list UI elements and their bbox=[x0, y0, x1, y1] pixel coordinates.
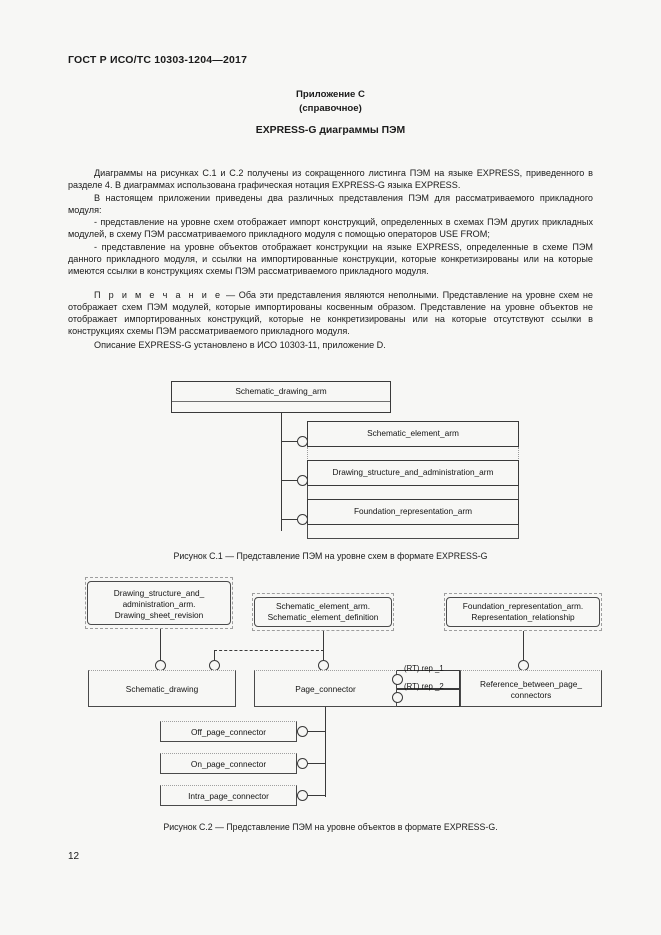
fig2-line-on-branch bbox=[307, 763, 326, 764]
note-paragraph: П р и м е ч а н и е — Оба эти представле… bbox=[68, 289, 593, 338]
fig2-node-top-right: Foundation_representation_arm. Represent… bbox=[444, 593, 602, 631]
fig1-node-2-footer bbox=[307, 486, 519, 500]
fig1-node-3-frame bbox=[307, 499, 519, 525]
fig1-node-1-label: Schematic_element_arm bbox=[367, 428, 459, 438]
annex-title: Приложение С bbox=[296, 89, 365, 100]
fig2-connector-circle-rep2 bbox=[392, 692, 403, 703]
fig1-node-1-frame bbox=[307, 421, 519, 447]
paragraph-1: Диаграммы на рисунках С.1 и С.2 получены… bbox=[68, 167, 593, 191]
fig1-node-1-footer bbox=[307, 447, 519, 461]
fig1-trunk-line bbox=[281, 413, 282, 531]
annex-subtitle: (справочное) bbox=[299, 103, 362, 114]
document-header: ГОСТ Р ИСО/ТС 10303-1204—2017 bbox=[68, 54, 248, 66]
fig2-node-top-left-line2: administration_arm. bbox=[122, 599, 196, 609]
paragraph-4-text: - представление на уровне объектов отобр… bbox=[68, 242, 593, 277]
fig2-node-reference-between-line2: connectors bbox=[510, 690, 552, 700]
figure-c1-caption: Рисунок С.1 — Представление ПЭМ на уровн… bbox=[173, 551, 488, 561]
fig1-node-1: Schematic_element_arm bbox=[307, 421, 519, 461]
fig1-node-2: Drawing_structure_and_administration_arm bbox=[307, 460, 519, 500]
fig2-line-dashed-cross bbox=[214, 650, 324, 651]
fig2-node-schematic-drawing-label: Schematic_drawing bbox=[125, 684, 199, 694]
figure-c2: Drawing_structure_and_ administration_ar… bbox=[0, 575, 661, 815]
fig2-line-intra-branch bbox=[307, 795, 326, 796]
page-number: 12 bbox=[68, 851, 80, 862]
fig1-node-root-label: Schematic_drawing_arm bbox=[235, 386, 327, 396]
note-label: П р и м е ч а н и е bbox=[94, 290, 223, 300]
note-body: — Оба эти представления являются неполны… bbox=[68, 290, 593, 337]
fig2-node-top-left-line3: Drawing_sheet_revision bbox=[114, 610, 204, 620]
fig2-node-off-page-connector-label: Off_page_connector bbox=[190, 727, 267, 737]
fig2-connector-circle-rep1 bbox=[392, 674, 403, 685]
fig1-root-divider bbox=[172, 401, 390, 402]
paragraph-last-text: Описание EXPRESS-G установлено в ИСО 103… bbox=[94, 340, 386, 350]
paragraph-last: Описание EXPRESS-G установлено в ИСО 103… bbox=[68, 339, 593, 351]
fig2-node-schematic-drawing: Schematic_drawing bbox=[88, 670, 236, 707]
fig2-line-dashed-drop bbox=[214, 650, 215, 662]
note-paragraph-text: П р и м е ч а н и е — Оба эти представле… bbox=[68, 289, 593, 338]
fig2-node-top-right-line2: Representation_relationship bbox=[471, 612, 575, 622]
fig2-node-intra-page-connector-label: Intra_page_connector bbox=[188, 791, 269, 801]
fig1-node-3-footer bbox=[307, 525, 519, 539]
annex-heading-block: Приложение С (справочное) bbox=[0, 88, 661, 116]
figure-c2-caption: Рисунок С.2 — Представление ПЭМ на уровн… bbox=[163, 822, 498, 832]
paragraph-2: В настоящем приложении приведены два раз… bbox=[68, 192, 593, 216]
fig2-node-top-left-outer bbox=[85, 577, 233, 629]
fig1-branch-line-3 bbox=[281, 519, 303, 520]
fig1-node-2-frame bbox=[307, 460, 519, 486]
fig2-node-top-left: Drawing_structure_and_ administration_ar… bbox=[85, 577, 233, 629]
paragraph-2-text: В настоящем приложении приведены два раз… bbox=[68, 193, 593, 216]
paragraph-3: - представление на уровне схем отображае… bbox=[68, 216, 593, 240]
fig2-line-topmid-drop bbox=[323, 631, 324, 662]
fig2-rt-rep2-box bbox=[397, 689, 460, 707]
fig2-rt-rep1-label: (RT) rep _1 bbox=[404, 664, 444, 673]
fig2-node-reference-between: Reference_between_page_ connectors bbox=[460, 670, 602, 707]
fig2-node-top-right-line1: Foundation_representation_arm. bbox=[462, 601, 584, 611]
fig2-node-intra-page-connector: Intra_page_connector bbox=[160, 785, 297, 806]
fig2-node-page-connector: Page_connector bbox=[254, 670, 397, 707]
fig2-node-on-page-connector-label: On_page_connector bbox=[190, 759, 267, 769]
fig1-branch-line-2 bbox=[281, 480, 303, 481]
fig2-node-off-page-connector: Off_page_connector bbox=[160, 721, 297, 742]
fig2-node-reference-between-line1: Reference_between_page_ bbox=[480, 679, 582, 689]
fig2-node-top-right-outer bbox=[444, 593, 602, 631]
fig2-line-off-branch bbox=[307, 731, 326, 732]
fig2-node-on-page-connector: On_page_connector bbox=[160, 753, 297, 774]
fig1-node-2-label: Drawing_structure_and_administration_arm bbox=[332, 467, 494, 477]
fig2-line-topleft-drop bbox=[160, 629, 161, 662]
fig1-node-3-label: Foundation_representation_arm bbox=[353, 506, 473, 516]
fig2-node-top-mid-line2: Schematic_element_definition bbox=[267, 612, 379, 622]
fig2-node-top-mid: Schematic_element_arm. Schematic_element… bbox=[252, 593, 394, 631]
fig2-rt-rep1-box bbox=[397, 670, 460, 689]
fig2-node-top-left-inner bbox=[87, 581, 231, 625]
fig2-node-top-mid-inner bbox=[254, 597, 392, 627]
paragraph-1-text: Диаграммы на рисунках С.1 и С.2 получены… bbox=[68, 168, 593, 191]
figure-c1: Schematic_drawing_arm Schematic_element_… bbox=[0, 378, 661, 543]
fig2-node-top-left-line1: Drawing_structure_and_ bbox=[113, 588, 205, 598]
fig2-node-top-mid-outer bbox=[252, 593, 394, 631]
fig1-node-3: Foundation_representation_arm bbox=[307, 499, 519, 539]
fig2-node-page-connector-label: Page_connector bbox=[295, 684, 356, 694]
annex-section-heading: EXPRESS-G диаграммы ПЭМ bbox=[255, 125, 406, 136]
fig2-node-top-mid-line1: Schematic_element_arm. bbox=[275, 601, 371, 611]
fig1-node-root: Schematic_drawing_arm bbox=[171, 381, 391, 413]
paragraph-4: - представление на уровне объектов отобр… bbox=[68, 241, 593, 277]
fig2-line-topright-drop bbox=[523, 631, 524, 662]
paragraph-3-text: - представление на уровне схем отображае… bbox=[68, 217, 593, 240]
fig2-rt-rep2-label: (RT) rep _2 bbox=[404, 682, 444, 691]
fig1-branch-line-1 bbox=[281, 441, 303, 442]
fig2-line-pageconnector-trunk bbox=[325, 707, 326, 797]
fig2-node-top-right-inner bbox=[446, 597, 600, 627]
